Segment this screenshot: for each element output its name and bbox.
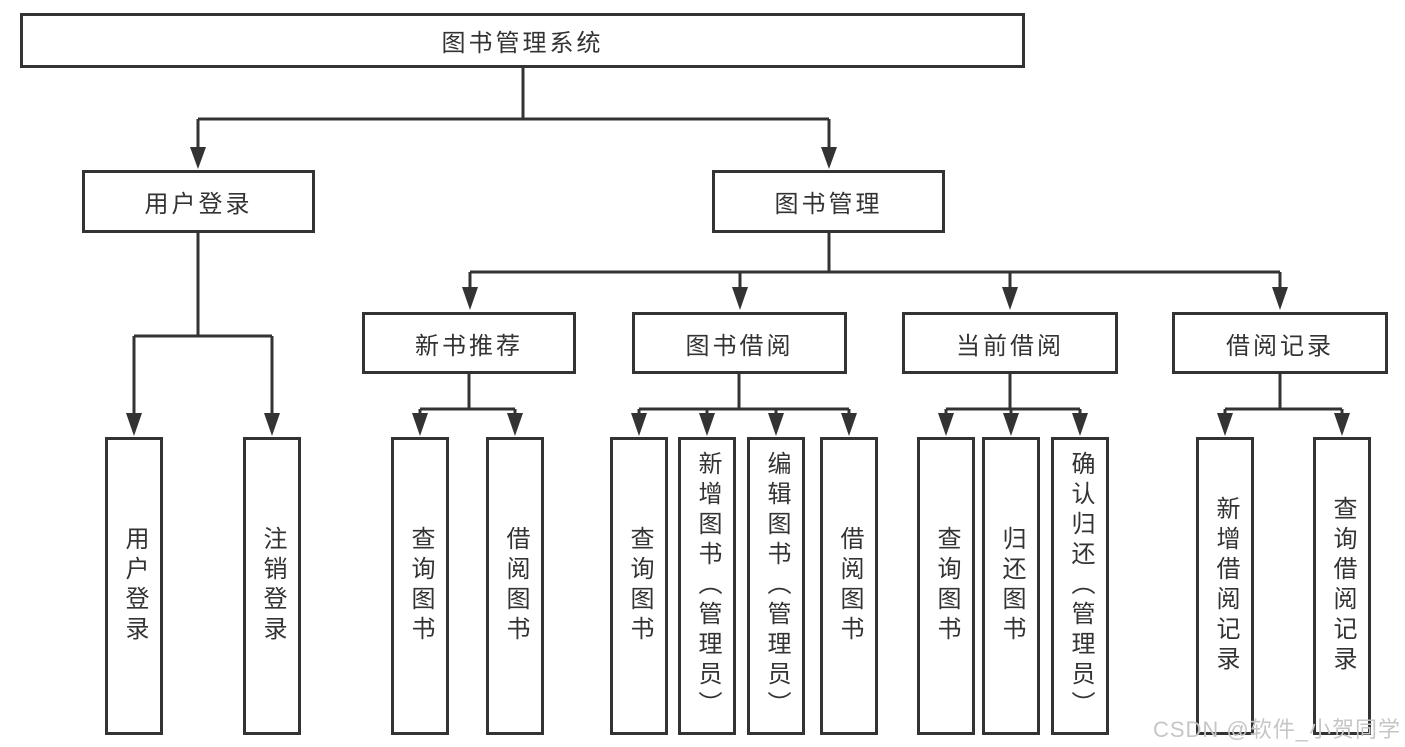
leaf-query-borrow-record: 查询借阅记录 bbox=[1313, 437, 1371, 735]
leaf-query-books-borrow: 查询图书 bbox=[610, 437, 668, 735]
arrowhead bbox=[1003, 413, 1019, 436]
leaf-add-book-admin: 新增图书（管理员） bbox=[678, 437, 736, 735]
leaf-borrow-books-recommend: 借阅图书 bbox=[486, 437, 544, 735]
arrowhead bbox=[412, 413, 428, 436]
leaf-add-borrow-record: 新增借阅记录 bbox=[1196, 437, 1254, 735]
arrowhead bbox=[190, 147, 206, 169]
arrowhead bbox=[631, 413, 647, 436]
node-borrow-records: 借阅记录 bbox=[1172, 312, 1388, 374]
leaf-confirm-return-admin: 确认归还（管理员） bbox=[1051, 437, 1109, 735]
leaf-borrow-books-borrow: 借阅图书 bbox=[820, 437, 878, 735]
node-root: 图书管理系统 bbox=[20, 13, 1025, 68]
leaf-edit-book-admin: 编辑图书（管理员） bbox=[747, 437, 805, 735]
leaf-query-books-recommend: 查询图书 bbox=[391, 437, 449, 735]
leaf-label: 查询图书 bbox=[626, 526, 653, 646]
leaf-user-login: 用户登录 bbox=[105, 437, 163, 735]
leaf-label: 确认归还（管理员） bbox=[1067, 451, 1094, 721]
arrowhead bbox=[1334, 413, 1350, 436]
arrowhead bbox=[732, 287, 748, 310]
leaf-label: 归还图书 bbox=[998, 526, 1025, 646]
node-book-borrow: 图书借阅 bbox=[632, 312, 847, 374]
arrowhead bbox=[1002, 287, 1018, 310]
leaf-label: 查询图书 bbox=[407, 526, 434, 646]
leaf-label: 查询借阅记录 bbox=[1329, 496, 1356, 676]
node-book-management: 图书管理 bbox=[712, 170, 945, 233]
leaf-logout: 注销登录 bbox=[243, 437, 301, 735]
node-current-borrow: 当前借阅 bbox=[902, 312, 1118, 374]
arrowhead bbox=[462, 287, 478, 310]
leaf-query-books-current: 查询图书 bbox=[917, 437, 975, 735]
leaf-label: 查询图书 bbox=[933, 526, 960, 646]
arrowhead bbox=[126, 413, 142, 436]
node-new-book-recommend: 新书推荐 bbox=[362, 312, 576, 374]
arrowhead bbox=[821, 147, 837, 169]
arrowhead bbox=[768, 413, 784, 436]
arrowhead bbox=[699, 413, 715, 436]
leaf-label: 编辑图书（管理员） bbox=[763, 451, 790, 721]
leaf-return-book: 归还图书 bbox=[982, 437, 1040, 735]
leaf-label: 新增图书（管理员） bbox=[694, 451, 721, 721]
arrowhead bbox=[1272, 287, 1288, 310]
arrowhead bbox=[264, 413, 280, 436]
arrowhead bbox=[507, 413, 523, 436]
arrowhead bbox=[1072, 413, 1088, 436]
leaf-label: 新增借阅记录 bbox=[1212, 496, 1239, 676]
node-user-login: 用户登录 bbox=[82, 170, 315, 233]
leaf-label: 注销登录 bbox=[259, 526, 286, 646]
leaf-label: 借阅图书 bbox=[836, 526, 863, 646]
arrowhead bbox=[1217, 413, 1233, 436]
watermark: CSDN @软件_小贺同学 bbox=[1152, 717, 1401, 742]
arrowhead bbox=[841, 413, 857, 436]
arrowhead bbox=[938, 413, 954, 436]
leaf-label: 用户登录 bbox=[121, 526, 148, 646]
leaf-label: 借阅图书 bbox=[502, 526, 529, 646]
